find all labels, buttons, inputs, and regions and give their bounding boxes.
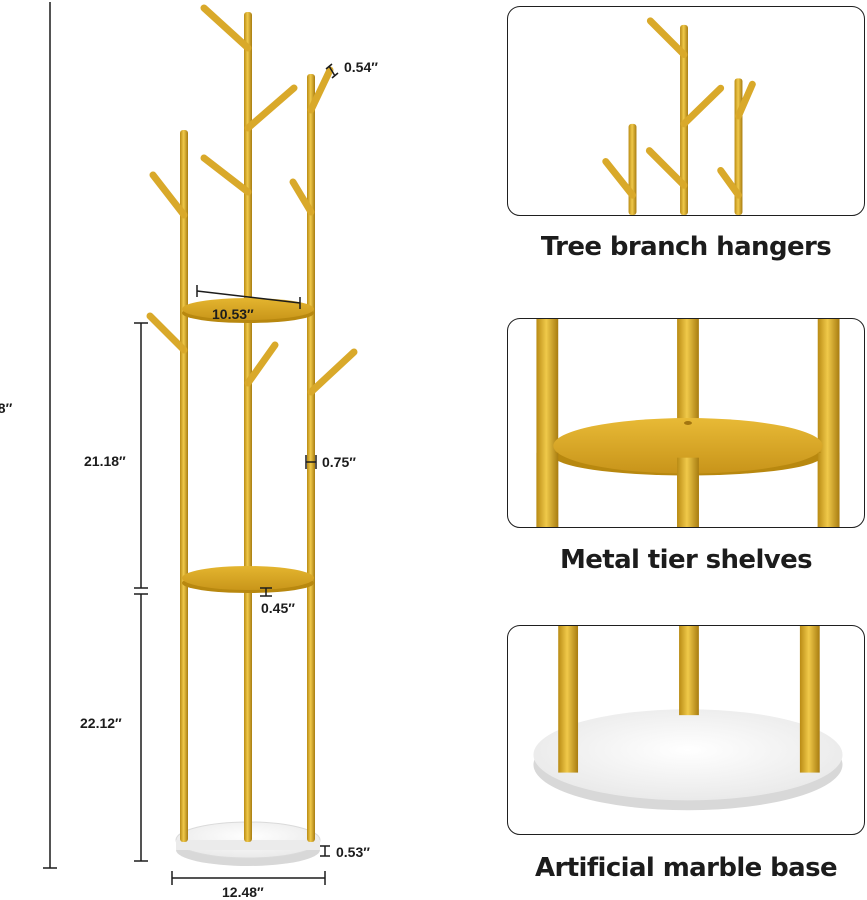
upper-spacing-label: 21.18″ <box>84 453 126 469</box>
lower-spacing-label: 22.12″ <box>80 715 122 731</box>
branch-diameter-marker <box>325 63 339 79</box>
base-width-dimension <box>171 871 326 885</box>
upper-shelf <box>182 298 314 323</box>
shelf-width-dimension <box>196 285 301 309</box>
base-closeup-panel <box>507 625 865 835</box>
coat-rack-poles <box>180 12 315 842</box>
upper-spacing-dimension <box>134 322 148 589</box>
total-height-dimension <box>43 2 57 869</box>
coat-rack-dimension-diagram <box>43 2 358 885</box>
base-diameter-label: 12.48″ <box>222 884 264 900</box>
lower-spacing-dimension <box>134 593 148 862</box>
branch-closeup-panel <box>507 6 865 216</box>
shelf-thickness-marker <box>260 587 272 597</box>
base-thickness-label: 0.53″ <box>336 844 370 860</box>
lower-shelf <box>182 566 314 593</box>
base-closeup-image <box>533 626 843 811</box>
pole-diameter-marker <box>305 455 317 469</box>
shelf-closeup-panel <box>507 318 865 528</box>
branch-closeup-image <box>602 17 756 215</box>
branch-diameter-label: 0.54″ <box>344 59 378 75</box>
base-thickness-marker <box>320 845 330 857</box>
shelf-thickness-label: 0.45″ <box>261 600 295 616</box>
tree-branches <box>146 4 358 396</box>
total-height-label: 68″ <box>0 400 13 416</box>
feature-caption-branch: Tree branch hangers <box>540 232 832 262</box>
shelf-diameter-label: 10.53″ <box>212 306 254 322</box>
pole-diameter-label: 0.75″ <box>322 454 356 470</box>
feature-caption-shelves: Metal tier shelves <box>559 545 813 575</box>
feature-caption-base: Artificial marble base <box>534 853 838 883</box>
shelf-closeup-image <box>536 319 840 527</box>
